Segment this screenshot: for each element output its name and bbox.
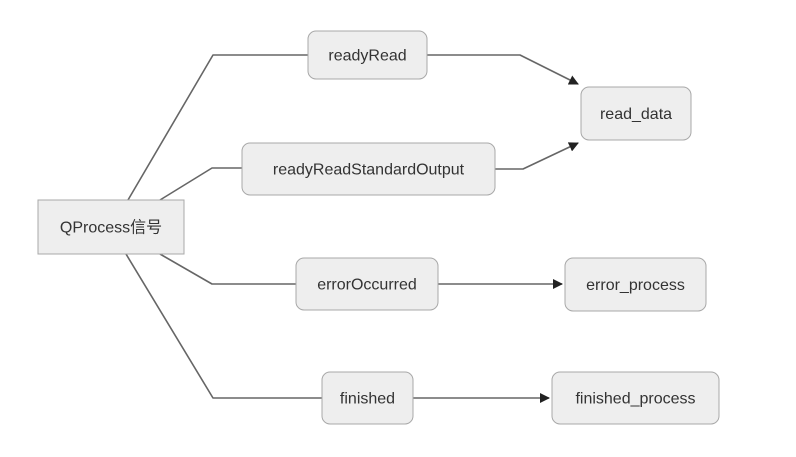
edge-readyreadstandardoutput-to-read-data (495, 142, 579, 170)
node-finished: finished (321, 371, 414, 425)
node-readyreadstandardoutput-label: readyReadStandardOutput (273, 162, 465, 179)
node-readyread-label: readyRead (328, 48, 406, 65)
node-finished-process-label: finished_process (575, 391, 695, 408)
node-error-process-box (564, 257, 707, 312)
node-readyread-box (307, 30, 428, 80)
node-erroroccurred-label: errorOccurred (317, 277, 417, 294)
node-erroroccurred-box (295, 257, 439, 311)
node-qprocess-signals-box (37, 199, 185, 255)
node-readyreadstandardoutput: readyReadStandardOutput (241, 142, 496, 196)
node-finished-process: finished_process (551, 371, 720, 425)
node-finished-box (321, 371, 414, 425)
node-erroroccurred: errorOccurred (295, 257, 439, 311)
node-qprocess-signals: QProcess信号 (37, 199, 185, 255)
node-readyreadstandardoutput-box (241, 142, 496, 196)
node-qprocess-signals-label: QProcess信号 (60, 219, 162, 237)
edge-qprocess-to-readyreadstandardoutput (159, 167, 242, 201)
edge-readyread-to-read-data (427, 54, 579, 85)
node-readyread: readyRead (307, 30, 428, 80)
node-error-process: error_process (564, 257, 707, 312)
node-read-data-box (580, 86, 692, 141)
node-finished-label: finished (340, 391, 395, 408)
node-error-process-label: error_process (586, 277, 685, 294)
edge-qprocess-to-finished (125, 253, 322, 399)
node-read-data: read_data (580, 86, 692, 141)
node-finished-process-box (551, 371, 720, 425)
node-read-data-label: read_data (600, 106, 672, 123)
edge-qprocess-to-erroroccurred (159, 253, 296, 285)
edge-qprocess-to-readyread (127, 54, 308, 201)
